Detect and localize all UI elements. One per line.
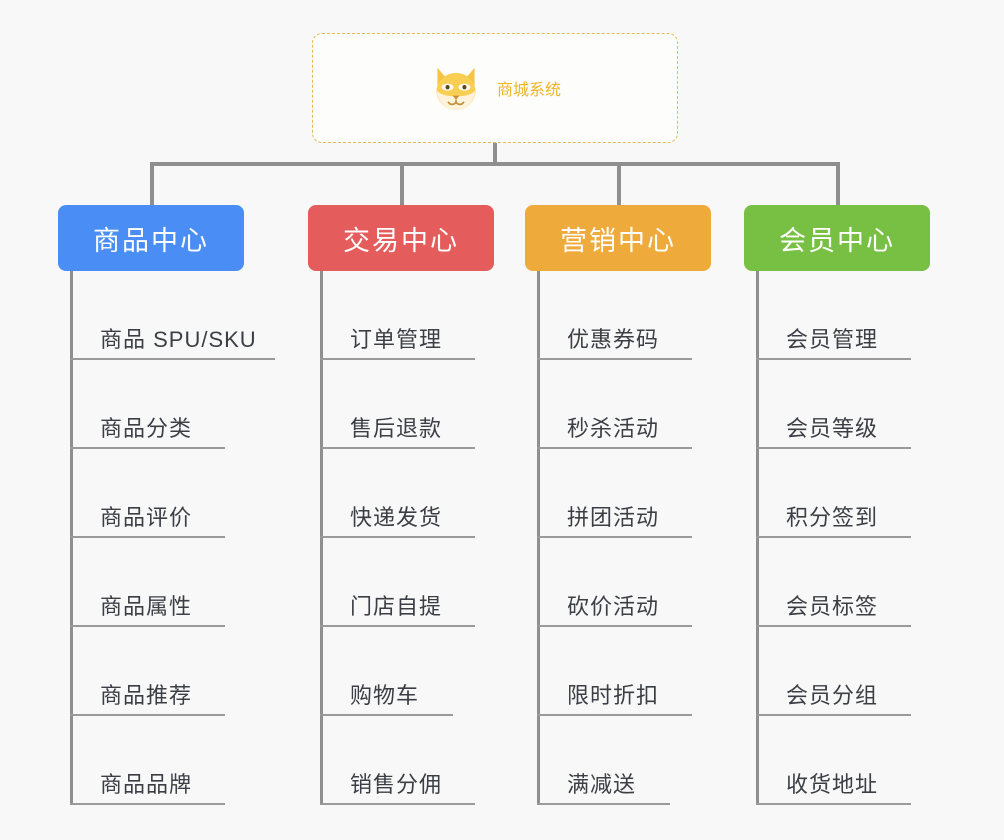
leaf-underline [756,358,911,360]
list-item[interactable]: 订单管理 [308,271,494,360]
leaf-underline [537,625,692,627]
list-item[interactable]: 商品评价 [58,449,244,538]
leaf-underline [756,447,911,449]
connector-drop-1 [150,162,154,206]
branch-spine [756,271,759,805]
root-title: 商城系统 [496,82,561,99]
list-item[interactable]: 优惠券码 [525,271,711,360]
leaf-underline [537,803,670,805]
list-item[interactable]: 会员标签 [744,538,930,627]
shiba-dog-icon [436,67,476,110]
leaf-underline [756,536,911,538]
leaf-underline [756,625,911,627]
leaf-underline [70,625,225,627]
leaf-underline [756,803,911,805]
category-label: 营销中心 [560,225,676,256]
list-item[interactable]: 售后退款 [308,360,494,449]
category-header-1[interactable]: 商品中心 [58,205,244,271]
branch-column-2: 交易中心 订单管理 售后退款 快递发货 门店自提 购物车 [308,205,494,805]
leaf-underline [70,358,275,360]
list-item[interactable]: 会员管理 [744,271,930,360]
branch-spine [320,271,323,805]
list-item[interactable]: 会员分组 [744,627,930,716]
list-item[interactable]: 商品 SPU/SKU [58,271,275,360]
connector-root-stem [493,143,497,164]
leaf-underline [320,803,475,805]
leaf-underline [70,714,225,716]
list-item[interactable]: 秒杀活动 [525,360,711,449]
leaf-underline [320,625,475,627]
leaf-list-3: 优惠券码 秒杀活动 拼团活动 砍价活动 限时折扣 满减送 [525,271,711,805]
category-label: 交易中心 [343,225,459,256]
leaf-underline [70,536,225,538]
list-item[interactable]: 砍价活动 [525,538,711,627]
list-item[interactable]: 积分签到 [744,449,930,538]
leaf-underline [320,447,475,449]
list-item[interactable]: 限时折扣 [525,627,711,716]
list-item[interactable]: 会员等级 [744,360,930,449]
category-label: 商品中心 [93,225,209,256]
category-header-2[interactable]: 交易中心 [308,205,494,271]
connector-drop-3 [617,162,621,206]
connector-horizontal-bus [150,162,840,166]
leaf-underline [320,536,475,538]
leaf-list-2: 订单管理 售后退款 快递发货 门店自提 购物车 销售分佣 [308,271,494,805]
root-node[interactable]: 商城系统 [312,33,678,143]
connector-drop-2 [400,162,404,206]
list-item[interactable]: 拼团活动 [525,449,711,538]
list-item[interactable]: 购物车 [308,627,494,716]
list-item[interactable]: 商品推荐 [58,627,244,716]
branch-spine [70,271,73,805]
leaf-underline [537,358,692,360]
branch-column-4: 会员中心 会员管理 会员等级 积分签到 会员标签 会员分组 [744,205,930,805]
leaf-underline [70,803,225,805]
branch-column-3: 营销中心 优惠券码 秒杀活动 拼团活动 砍价活动 限时折扣 [525,205,711,805]
leaf-underline [537,714,692,716]
list-item[interactable]: 满减送 [525,716,711,805]
list-item[interactable]: 商品分类 [58,360,244,449]
leaf-list-1: 商品 SPU/SKU 商品分类 商品评价 商品属性 商品推荐 商品品牌 [58,271,275,805]
leaf-underline [537,536,692,538]
list-item[interactable]: 销售分佣 [308,716,494,805]
branch-column-1: 商品中心 商品 SPU/SKU 商品分类 商品评价 商品属性 商品推荐 [58,205,275,805]
leaf-underline [320,714,453,716]
category-header-3[interactable]: 营销中心 [525,205,711,271]
leaf-underline [70,447,225,449]
leaf-underline [320,358,475,360]
branch-spine [537,271,540,805]
connector-drop-4 [836,162,840,206]
leaf-underline [756,714,911,716]
leaf-underline [537,447,692,449]
list-item[interactable]: 商品品牌 [58,716,244,805]
leaf-list-4: 会员管理 会员等级 积分签到 会员标签 会员分组 收货地址 [744,271,930,805]
category-label: 会员中心 [779,225,895,256]
list-item[interactable]: 商品属性 [58,538,244,627]
list-item[interactable]: 收货地址 [744,716,930,805]
category-header-4[interactable]: 会员中心 [744,205,930,271]
list-item[interactable]: 门店自提 [308,538,494,627]
list-item[interactable]: 快递发货 [308,449,494,538]
